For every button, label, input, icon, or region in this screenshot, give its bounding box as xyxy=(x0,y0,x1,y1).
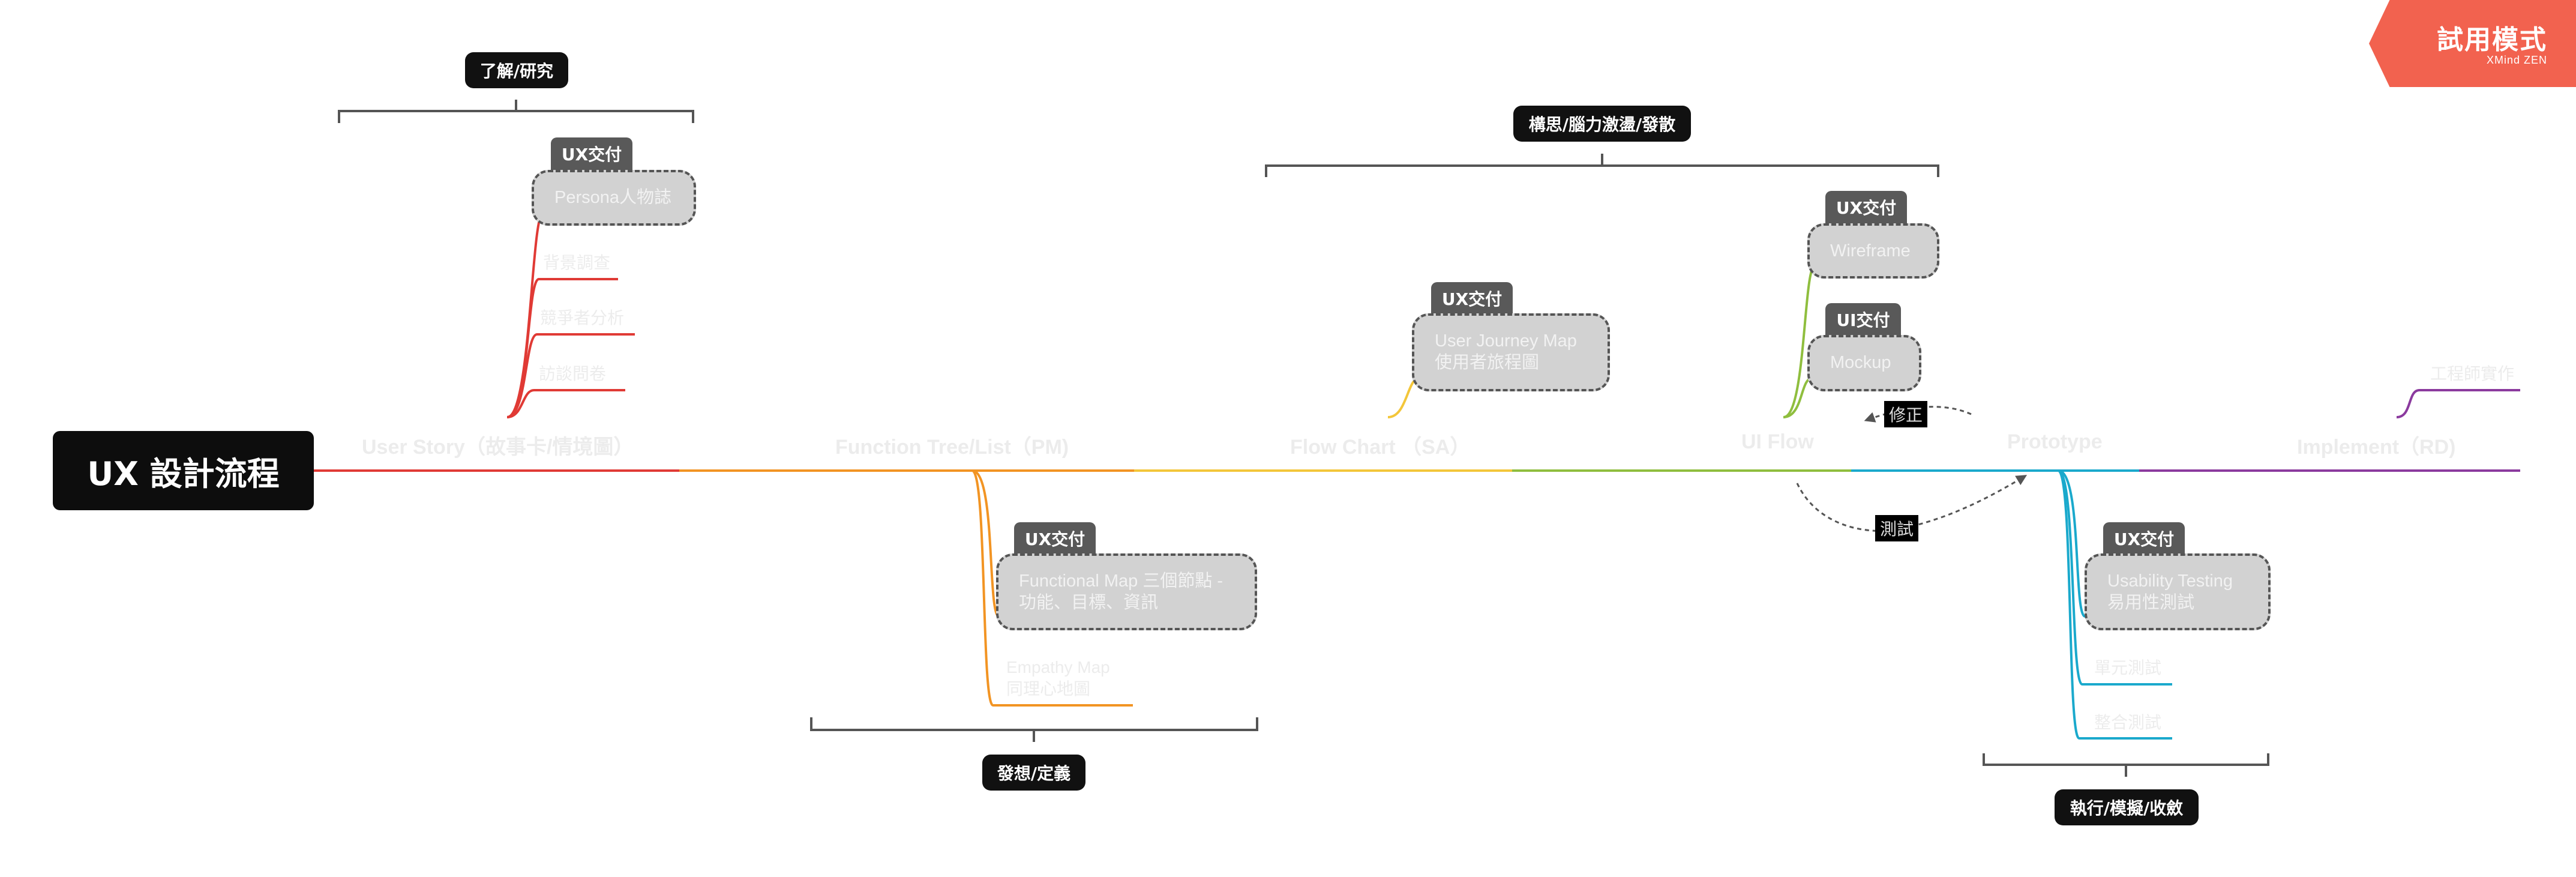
bracket-brainstorm xyxy=(1265,154,1939,177)
journey-map-label-line1: User Journey Map xyxy=(1435,331,1577,351)
leaf-engineer-implementation[interactable]: 工程師實作 xyxy=(2430,364,2515,383)
leaf-empathy-map[interactable]: Empathy Map 同理心地圖 xyxy=(1006,657,1110,700)
usability-testing-box[interactable]: Usability Testing 易用性測試 xyxy=(2085,553,2271,630)
phase-label-understand[interactable]: 了解/研究 xyxy=(465,52,568,88)
bracket-ideate xyxy=(810,717,1258,742)
wireframe-box[interactable]: Wireframe xyxy=(1807,223,1939,279)
ux-deliverable-tag: UX交付 xyxy=(1825,191,1907,223)
test-note[interactable]: 測試 xyxy=(1875,515,1919,541)
usability-label-line1: Usability Testing xyxy=(2107,571,2233,591)
trial-mode-badge: 試用模式 XMind ZEN xyxy=(2369,0,2576,87)
empathy-map-line2: 同理心地圖 xyxy=(1006,680,1091,698)
stage-flow-chart[interactable]: Flow Chart （SA） xyxy=(1290,436,1471,459)
ux-deliverable-tag: UX交付 xyxy=(1014,522,1096,555)
trial-mode-brand: XMind ZEN xyxy=(2486,54,2547,66)
branches-prototype xyxy=(2057,469,2259,740)
stage-implement[interactable]: Implement（RD) xyxy=(2297,436,2456,459)
root-node[interactable]: UX 設計流程 xyxy=(53,431,314,510)
bracket-execute xyxy=(1983,753,2269,777)
persona-label: Persona人物誌 xyxy=(554,188,672,207)
fix-note[interactable]: 修正 xyxy=(1884,401,1928,427)
leaf-interview-survey[interactable]: 訪談問卷 xyxy=(539,364,607,383)
journey-map-label-line2: 使用者旅程圖 xyxy=(1435,353,1540,372)
ux-deliverable-tag: UX交付 xyxy=(1431,282,1513,315)
stage-prototype[interactable]: Prototype xyxy=(2007,430,2103,453)
leaf-integration-test[interactable]: 整合測試 xyxy=(2094,713,2162,732)
mockup-label: Mockup xyxy=(1830,353,1891,372)
bracket-understand xyxy=(338,100,694,123)
test-arrow xyxy=(1796,475,2028,532)
persona-box[interactable]: Persona人物誌 xyxy=(532,170,696,226)
usability-label-line2: 易用性測試 xyxy=(2107,593,2195,612)
ui-deliverable-tag: UI交付 xyxy=(1825,303,1901,336)
phase-label-execute[interactable]: 執行/模擬/收斂 xyxy=(2055,789,2199,825)
mockup-box[interactable]: Mockup xyxy=(1807,335,1921,391)
ux-deliverable-tag: UX交付 xyxy=(2103,522,2185,555)
ux-deliverable-tag: UX交付 xyxy=(551,137,632,170)
functional-map-box[interactable]: Functional Map 三個節點 - 功能、目標、資訊 xyxy=(996,553,1257,630)
phase-label-ideate[interactable]: 發想/定義 xyxy=(982,755,1085,791)
stage-user-story[interactable]: User Story（故事卡/情境圖） xyxy=(362,436,634,459)
branch-implement xyxy=(2396,389,2520,418)
journey-map-box[interactable]: User Journey Map 使用者旅程圖 xyxy=(1412,313,1610,391)
leaf-background-research[interactable]: 背景調查 xyxy=(543,253,611,272)
phase-label-brainstorm[interactable]: 構思/腦力激盪/發散 xyxy=(1513,106,1691,142)
functional-map-label-line2: 功能、目標、資訊 xyxy=(1019,593,1159,612)
trial-mode-title: 試用模式 xyxy=(2437,25,2547,55)
stage-ui-flow[interactable]: UI Flow xyxy=(1741,430,1814,453)
leaf-unit-test[interactable]: 單元測試 xyxy=(2094,659,2162,677)
leaf-competitor-analysis[interactable]: 競爭者分析 xyxy=(540,309,625,327)
functional-map-label-line1: Functional Map 三個節點 - xyxy=(1019,571,1223,591)
stage-function-tree[interactable]: Function Tree/List（PM) xyxy=(835,436,1069,459)
wireframe-label: Wireframe xyxy=(1830,241,1911,261)
empathy-map-line1: Empathy Map xyxy=(1006,658,1110,677)
